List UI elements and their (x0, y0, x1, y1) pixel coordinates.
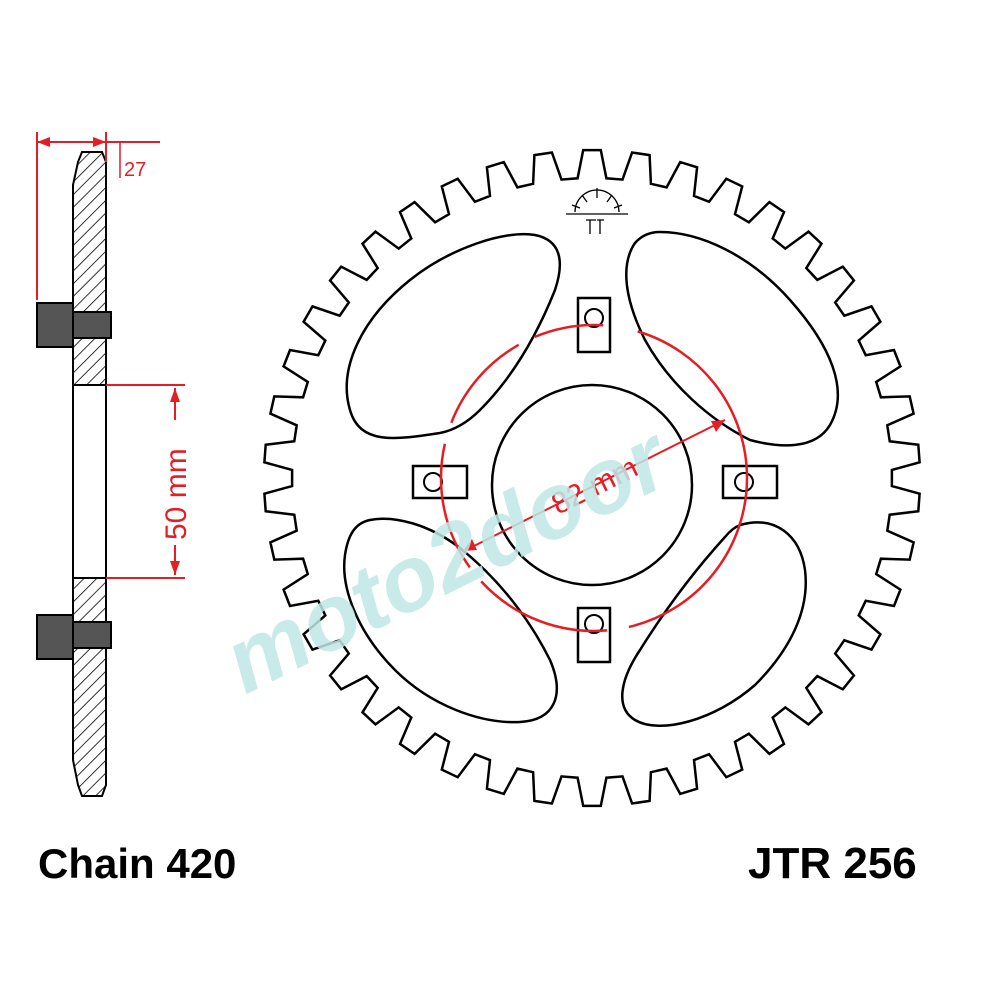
cutout-top-left (345, 232, 562, 440)
upper-hub-block (36, 302, 74, 348)
cutout-top-right (625, 230, 839, 447)
offset-dimension-label: 27 (124, 159, 146, 181)
mounting-hole-bottom (576, 606, 612, 664)
lower-bolt-stub (72, 621, 112, 649)
upper-bolt-stub (72, 311, 112, 339)
bore-dimension-label: 50 mm (160, 448, 193, 540)
upper-hatched-section (72, 151, 107, 386)
part-number-label: JTR 256 (748, 839, 917, 888)
lower-hub-block (36, 614, 74, 660)
pcd-dimension (439, 323, 749, 633)
mounting-hole-right (721, 464, 779, 500)
center-bore (490, 383, 694, 587)
lower-hatched-section (72, 577, 107, 797)
side-section-view (36, 151, 112, 797)
offset-dimension (36, 132, 160, 300)
jt-sprockets-logo-icon (566, 188, 628, 234)
cutout-bottom-right (621, 521, 807, 728)
cutout-bottom-left (343, 517, 558, 724)
chain-label: Chain 420 (38, 840, 236, 887)
sprocket-front-view (263, 148, 921, 808)
bore-dimension (106, 384, 185, 579)
